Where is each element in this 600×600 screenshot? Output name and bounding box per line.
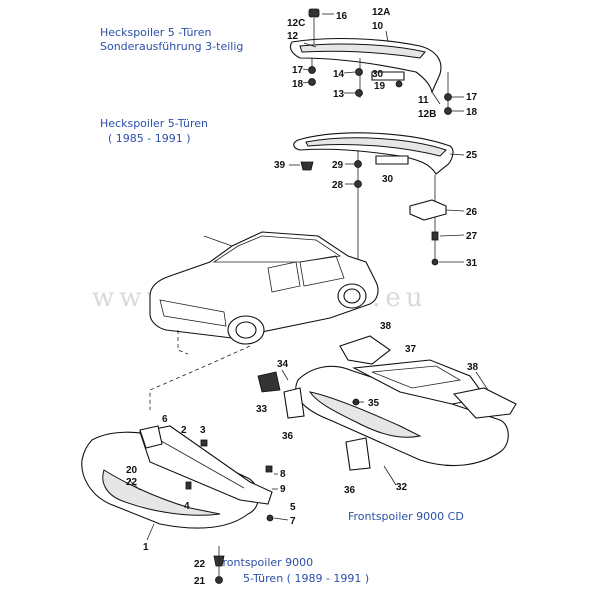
part-38-right: 38 <box>467 362 479 373</box>
part-25: 25 <box>466 150 478 161</box>
front-spoiler-9000-5door <box>81 425 274 584</box>
part-14: 14 <box>333 69 345 80</box>
part-22: 22 <box>126 477 138 488</box>
part-13: 13 <box>333 89 345 100</box>
caption-heckspoiler-special-line1: Heckspoiler 5 -Türen <box>100 26 211 39</box>
part-36-bottom: 36 <box>344 485 356 496</box>
part-36-left: 36 <box>282 431 294 442</box>
part-29: 29 <box>332 160 344 171</box>
part-10: 10 <box>372 21 384 32</box>
caption-heckspoiler-special-line2: Sonderausführung 3-teilig <box>100 40 243 53</box>
part-12c: 12C <box>287 18 305 29</box>
part-20: 20 <box>126 465 138 476</box>
caption-heckspoiler-standard-line2: ( 1985 - 1991 ) <box>108 132 191 145</box>
part-27: 27 <box>466 231 478 242</box>
part-18-top: 18 <box>292 79 304 90</box>
part-22-bottom: 22 <box>194 559 206 570</box>
part-7: 7 <box>290 516 296 527</box>
part-33: 33 <box>256 404 268 415</box>
part-34: 34 <box>277 359 289 370</box>
part-39: 39 <box>274 160 286 171</box>
part-31: 31 <box>466 258 478 269</box>
part-38-top: 38 <box>380 321 392 332</box>
part-37: 37 <box>405 344 417 355</box>
part-35: 35 <box>368 398 380 409</box>
front-spoiler-9000-cd <box>257 335 517 471</box>
part-8: 8 <box>280 469 286 480</box>
part-30-mid: 30 <box>382 174 394 185</box>
part-18-right: 18 <box>466 107 478 118</box>
part-1: 1 <box>143 542 149 553</box>
rear-spoiler-1985-1991 <box>293 132 454 175</box>
part-17-top: 17 <box>292 65 304 76</box>
part-30-top: 30 <box>372 69 384 80</box>
part-5: 5 <box>290 502 296 513</box>
part-21: 21 <box>194 576 206 587</box>
saab-9000-car-outline <box>149 231 379 345</box>
part-28: 28 <box>332 180 344 191</box>
part-19: 19 <box>374 81 386 92</box>
caption-heckspoiler-standard-line1: Heckspoiler 5-Türen <box>100 117 208 130</box>
part-17-right: 17 <box>466 92 478 103</box>
part-6: 6 <box>162 414 168 425</box>
part-9: 9 <box>280 484 286 495</box>
part-12: 12 <box>287 31 299 42</box>
rear-spoiler-3-part <box>289 8 442 94</box>
part-12b: 12B <box>418 109 436 120</box>
caption-frontspoiler-9000-line1: Frontspoiler 9000 <box>217 556 313 569</box>
part-number-labels: 16 12C 12 12A 10 17 18 14 13 30 19 11 12… <box>126 7 479 587</box>
part-3: 3 <box>200 425 206 436</box>
part-4: 4 <box>184 501 190 512</box>
part-32: 32 <box>396 482 408 493</box>
part-16: 16 <box>336 11 348 22</box>
caption-frontspoiler-9000-line2: 5-Türen ( 1989 - 1991 ) <box>243 572 369 585</box>
part-12a: 12A <box>372 7 390 18</box>
part-26: 26 <box>466 207 478 218</box>
part-2: 2 <box>181 425 187 436</box>
caption-frontspoiler-cd: Frontspoiler 9000 CD <box>348 510 464 523</box>
part-11: 11 <box>418 95 429 106</box>
leader-lines <box>146 13 489 541</box>
